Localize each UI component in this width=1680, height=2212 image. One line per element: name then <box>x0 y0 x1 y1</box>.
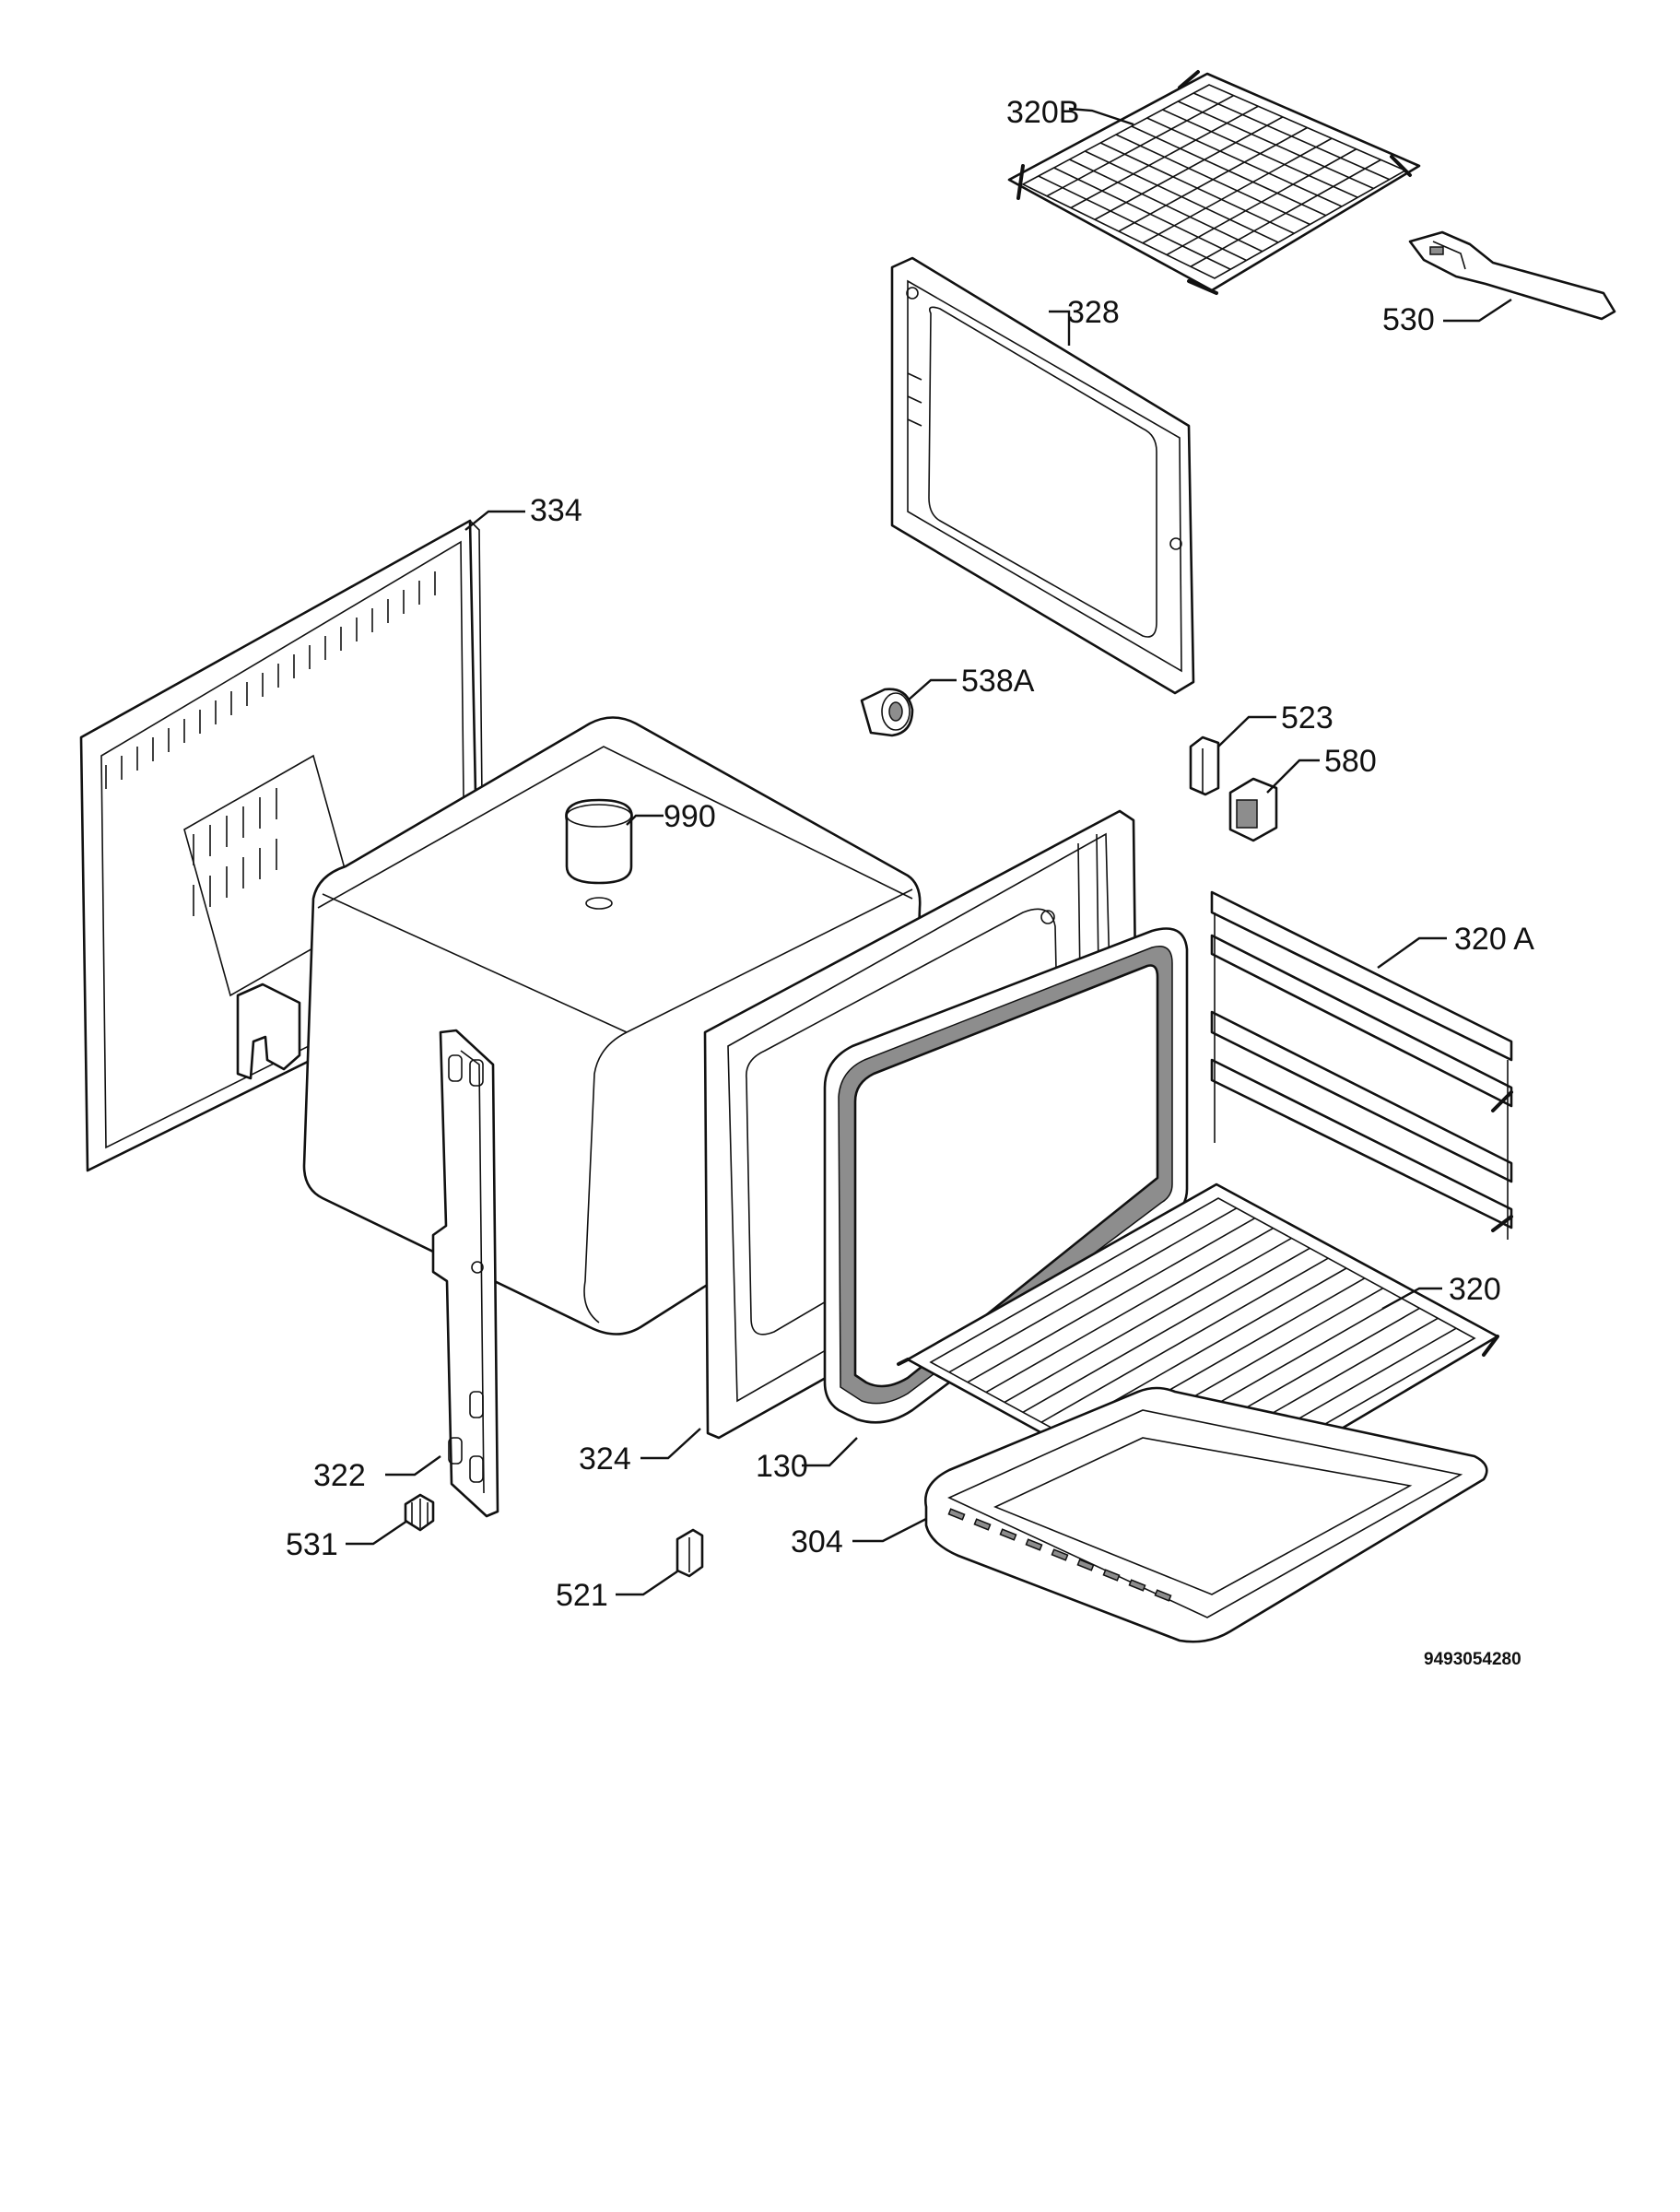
label-324: 324 <box>579 1441 631 1477</box>
label-531: 531 <box>286 1527 338 1562</box>
document-number: 9493054280 <box>1424 1650 1521 1669</box>
part-521-cover[interactable] <box>676 1528 704 1578</box>
part-530-tray-handle[interactable] <box>1408 230 1616 321</box>
part-531-screw[interactable] <box>404 1493 435 1532</box>
label-334: 334 <box>530 493 582 528</box>
label-328: 328 <box>1067 295 1120 330</box>
callout-labels: 320B 530 328 334 538A 523 580 990 320 A … <box>286 95 1534 1669</box>
part-304-baking-tray[interactable] <box>923 1386 1488 1643</box>
part-538a-lamp-holder[interactable] <box>860 688 914 737</box>
label-538a: 538A <box>961 664 1035 699</box>
part-320b-wire-grill[interactable] <box>1007 70 1421 295</box>
label-521: 521 <box>556 1578 608 1613</box>
part-322-side-bracket[interactable] <box>431 1029 499 1518</box>
label-322: 322 <box>313 1458 366 1493</box>
part-back-hook-bracket <box>236 982 301 1080</box>
label-990: 990 <box>664 799 716 834</box>
label-580: 580 <box>1324 744 1377 779</box>
label-320b: 320B <box>1006 95 1079 130</box>
label-320a: 320 A <box>1454 922 1534 957</box>
label-320: 320 <box>1449 1272 1501 1307</box>
part-580-bracket[interactable] <box>1228 777 1278 842</box>
part-320a-shelf-runners[interactable] <box>1210 890 1513 1240</box>
label-530: 530 <box>1382 302 1435 337</box>
label-523: 523 <box>1281 700 1333 735</box>
leader-lines <box>346 107 1512 1596</box>
part-523-clip[interactable] <box>1189 735 1220 796</box>
label-304: 304 <box>791 1524 843 1559</box>
label-130: 130 <box>756 1449 808 1484</box>
part-328-door-glass-frame[interactable] <box>890 256 1195 695</box>
